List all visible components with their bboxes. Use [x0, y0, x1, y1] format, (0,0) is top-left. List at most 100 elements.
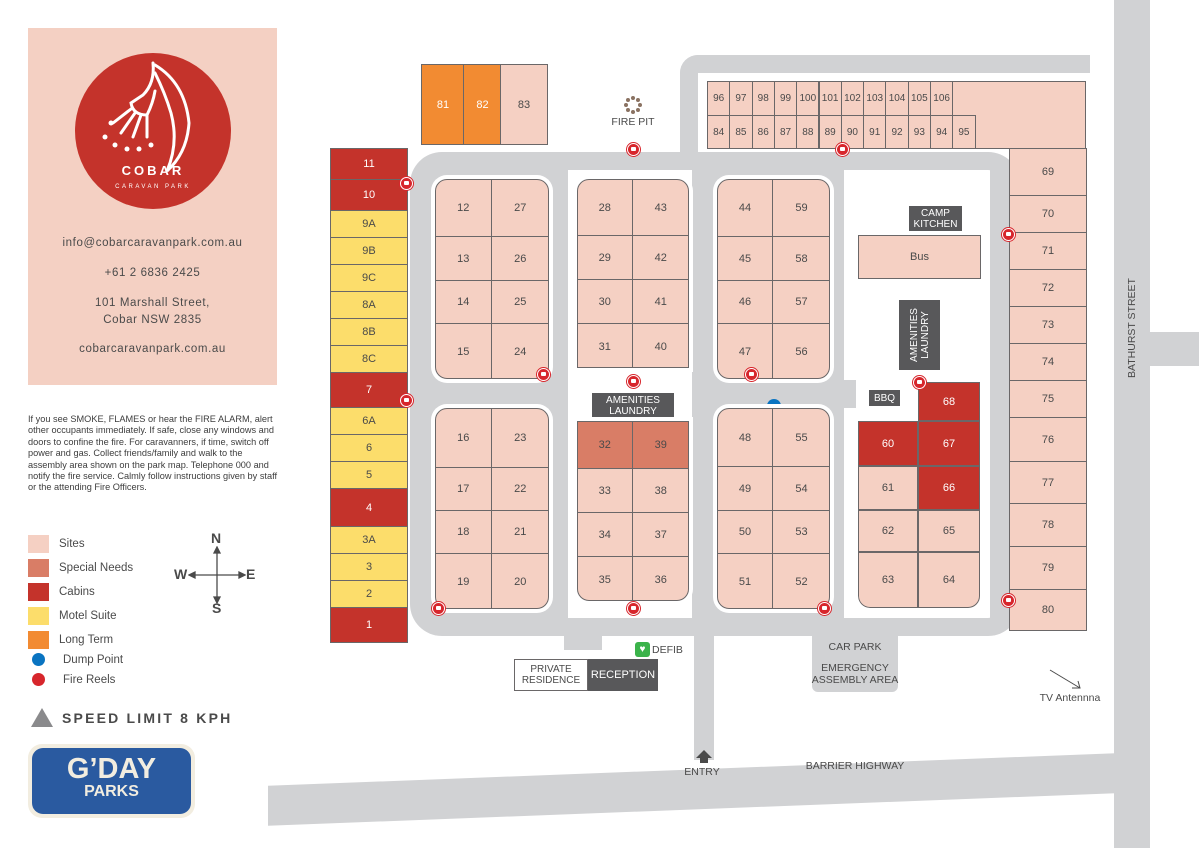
site-106[interactable]: 106 — [930, 81, 954, 116]
site-97[interactable]: 97 — [729, 81, 753, 116]
site-69[interactable]: 69 — [1009, 148, 1087, 196]
site-37[interactable]: 37 — [632, 513, 688, 557]
site-8a[interactable]: 8A — [330, 291, 408, 319]
site-85[interactable]: 85 — [729, 115, 753, 149]
site-71[interactable]: 71 — [1009, 232, 1087, 270]
site-25[interactable]: 25 — [491, 281, 548, 324]
site-80[interactable]: 80 — [1009, 589, 1087, 631]
site-62[interactable]: 62 — [858, 510, 918, 552]
site-8b[interactable]: 8B — [330, 318, 408, 346]
site-43[interactable]: 43 — [632, 180, 688, 236]
site-86[interactable]: 86 — [751, 115, 775, 149]
site-42[interactable]: 42 — [632, 236, 688, 280]
site-68[interactable]: 68 — [918, 382, 980, 421]
site-55[interactable]: 55 — [773, 409, 829, 467]
site-15[interactable]: 15 — [436, 324, 492, 378]
site-50[interactable]: 50 — [718, 511, 773, 554]
site-92[interactable]: 92 — [885, 115, 909, 149]
site-9c[interactable]: 9C — [330, 264, 408, 292]
site-90[interactable]: 90 — [840, 115, 865, 149]
site-91[interactable]: 91 — [863, 115, 887, 149]
site-87[interactable]: 87 — [773, 115, 798, 149]
site-99[interactable]: 99 — [773, 81, 798, 116]
site-49[interactable]: 49 — [718, 467, 773, 511]
site-30[interactable]: 30 — [578, 280, 633, 324]
email-link[interactable]: info@cobarcaravanpark.com.au — [62, 237, 243, 249]
site-6[interactable]: 6 — [330, 434, 408, 462]
site-52[interactable]: 52 — [795, 576, 808, 588]
site-23[interactable]: 23 — [491, 409, 548, 468]
site-104[interactable]: 104 — [885, 81, 909, 116]
site-45[interactable]: 45 — [718, 237, 773, 281]
site-31[interactable]: 31 — [578, 324, 633, 367]
gday-parks-logo[interactable]: G’DAY PARKS — [28, 744, 195, 818]
site-40[interactable]: 40 — [654, 340, 667, 353]
site-83[interactable]: 83 — [500, 64, 548, 145]
site-34[interactable]: 34 — [578, 513, 633, 557]
site-33[interactable]: 33 — [578, 469, 633, 513]
site-13[interactable]: 13 — [436, 237, 492, 281]
site-12[interactable]: 12 — [436, 180, 492, 237]
site-9b[interactable]: 9B — [330, 237, 408, 265]
site-88[interactable]: 88 — [796, 115, 820, 149]
site-28[interactable]: 28 — [578, 180, 633, 236]
site-95[interactable]: 95 — [952, 115, 976, 149]
site-67[interactable]: 67 — [918, 421, 980, 466]
site-72[interactable]: 72 — [1009, 269, 1087, 307]
site-5[interactable]: 5 — [330, 461, 408, 489]
site-38[interactable]: 38 — [632, 469, 688, 513]
site-2[interactable]: 2 — [330, 580, 408, 608]
site-101[interactable]: 101 — [818, 81, 842, 116]
site-29[interactable]: 29 — [578, 236, 633, 280]
site-54[interactable]: 54 — [773, 467, 829, 511]
site-77[interactable]: 77 — [1009, 461, 1087, 504]
site-10[interactable]: 10 — [330, 179, 408, 211]
site-58[interactable]: 58 — [773, 237, 829, 281]
site-17[interactable]: 17 — [436, 468, 492, 511]
site-105[interactable]: 105 — [907, 81, 931, 116]
site-100[interactable]: 100 — [796, 81, 820, 116]
site-22[interactable]: 22 — [491, 468, 548, 511]
site-19[interactable]: 19 — [436, 554, 492, 608]
site-74[interactable]: 74 — [1009, 343, 1087, 381]
bus-site[interactable]: Bus — [858, 235, 981, 279]
site-18[interactable]: 18 — [436, 511, 492, 554]
site-57[interactable]: 57 — [773, 281, 829, 324]
site-4[interactable]: 4 — [330, 488, 408, 527]
site-82[interactable]: 82 — [463, 64, 502, 145]
site-66[interactable]: 66 — [918, 466, 980, 510]
site-14[interactable]: 14 — [436, 281, 492, 324]
site-53[interactable]: 53 — [773, 511, 829, 554]
site-35[interactable]: 35 — [578, 557, 633, 600]
site-7[interactable]: 7 — [330, 372, 408, 408]
site-41[interactable]: 41 — [632, 280, 688, 324]
site-1[interactable]: 1 — [330, 607, 408, 643]
site-78[interactable]: 78 — [1009, 503, 1087, 547]
site-24[interactable]: 24 — [514, 346, 527, 358]
site-81[interactable]: 81 — [421, 64, 465, 145]
site-79[interactable]: 79 — [1009, 546, 1087, 590]
site-44[interactable]: 44 — [718, 180, 773, 237]
site-64[interactable]: 64 — [918, 552, 980, 608]
site-76[interactable]: 76 — [1009, 417, 1087, 462]
site-61[interactable]: 61 — [858, 466, 918, 510]
phone-link[interactable]: +61 2 6836 2425 — [104, 267, 201, 279]
site-56[interactable]: 56 — [795, 346, 808, 358]
site-3[interactable]: 3 — [330, 553, 408, 581]
site-103[interactable]: 103 — [863, 81, 887, 116]
site-75[interactable]: 75 — [1009, 380, 1087, 418]
site-73[interactable]: 73 — [1009, 306, 1087, 344]
site-84[interactable]: 84 — [707, 115, 731, 149]
site-21[interactable]: 21 — [491, 511, 548, 554]
site-51[interactable]: 51 — [718, 554, 773, 608]
site-102[interactable]: 102 — [840, 81, 865, 116]
website-link[interactable]: cobarcaravanpark.com.au — [79, 343, 226, 355]
site-94[interactable]: 94 — [930, 115, 954, 149]
site-9a[interactable]: 9A — [330, 210, 408, 238]
site-93[interactable]: 93 — [907, 115, 931, 149]
site-39[interactable]: 39 — [632, 422, 688, 469]
site-70[interactable]: 70 — [1009, 195, 1087, 233]
site-27[interactable]: 27 — [491, 180, 548, 237]
site-63[interactable]: 63 — [858, 552, 918, 608]
reception[interactable]: RECEPTION — [588, 659, 658, 691]
